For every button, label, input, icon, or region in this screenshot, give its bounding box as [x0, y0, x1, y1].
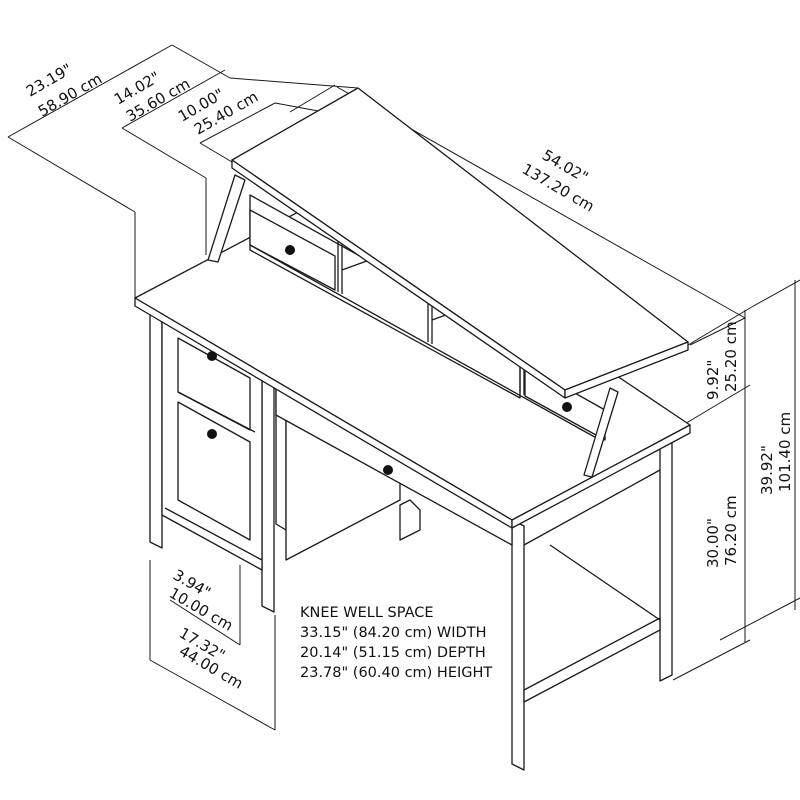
knob-icon: [207, 429, 217, 439]
knee-well-title: KNEE WELL SPACE: [300, 605, 434, 621]
knob-icon: [285, 245, 295, 255]
desk-height-cm: 76.20 cm: [722, 495, 740, 566]
desk: [134, 189, 691, 771]
knee-well-width: 33.15" (84.20 cm) WIDTH: [300, 625, 486, 641]
knob-icon: [562, 402, 572, 412]
hutch-top-side-edge: [564, 341, 689, 399]
right-back-leg: [659, 433, 673, 682]
hutch: [207, 87, 689, 478]
knob-icon: [383, 465, 393, 475]
desk-height-in: 30.00": [704, 518, 722, 568]
hutch-left-side: [207, 174, 246, 263]
file-drawer-front: [177, 401, 251, 541]
hutch-height-in: 9.92": [704, 360, 722, 400]
overall-height-in: 39.92": [758, 445, 776, 495]
knee-well-note: KNEE WELL SPACE 33.15" (84.20 cm) WIDTH …: [300, 605, 492, 681]
knob-icon: [207, 351, 217, 361]
knee-well-height: 23.78" (60.40 cm) HEIGHT: [300, 665, 492, 681]
right-bottom-stretcher: [523, 617, 661, 703]
left-front-leg: [149, 311, 163, 549]
knee-well-depth: 20.14" (51.15 cm) DEPTH: [300, 645, 486, 661]
cutout: [399, 499, 421, 541]
overall-height-cm: 101.40 cm: [776, 412, 794, 492]
hutch-right-side: [583, 387, 619, 478]
desk-top-side-edge: [511, 424, 691, 529]
drawer-knobs: [207, 245, 572, 475]
hutch-height-cm: 25.20 cm: [722, 321, 740, 392]
right-front-leg: [511, 519, 525, 771]
pedestal-right-leg: [261, 371, 275, 613]
